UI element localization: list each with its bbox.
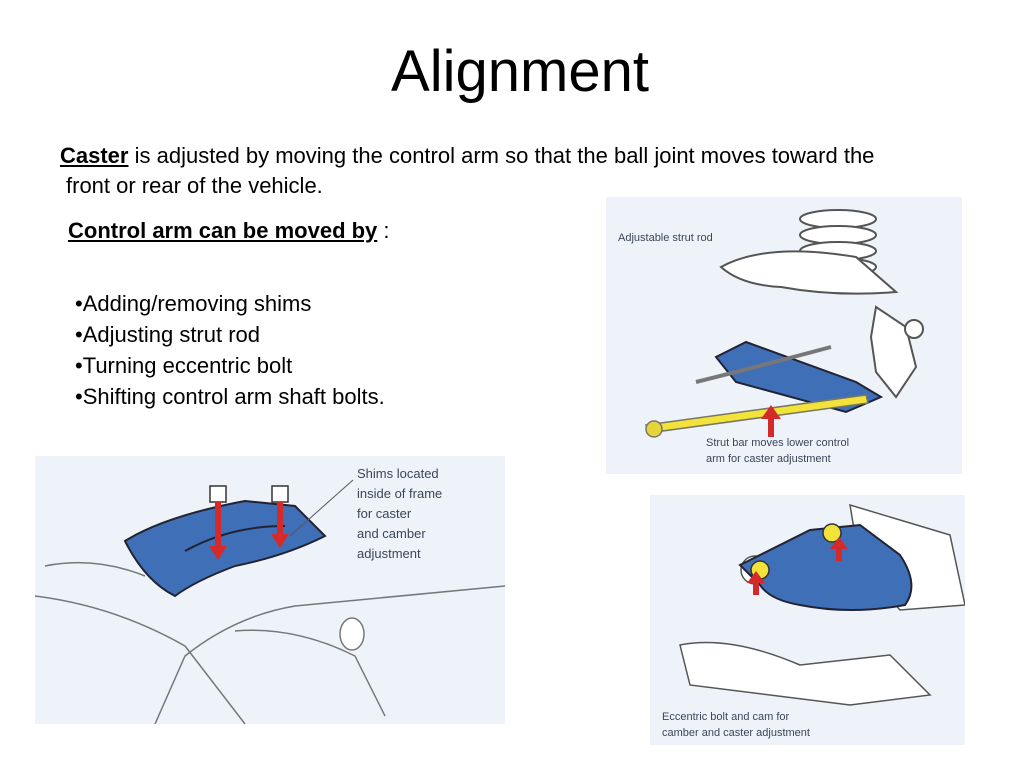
eccentric-bolt-illustration: Eccentric bolt and cam for camber and ca… — [650, 495, 965, 745]
intro-text-line2: front or rear of the vehicle. — [66, 173, 323, 198]
shims-caption-line: and camber — [357, 526, 426, 541]
shims-caption-line: for caster — [357, 506, 412, 521]
list-item: •Shifting control arm shaft bolts. — [75, 384, 385, 409]
control-arm-subheading: Control arm can be moved by : — [68, 217, 390, 245]
list-item: •Turning eccentric bolt — [75, 353, 293, 378]
strut-rod-caption-line2: arm for caster adjustment — [706, 453, 831, 465]
slide-title: Alignment — [391, 39, 649, 104]
caster-term: Caster — [60, 143, 129, 168]
intro-text-line1: is adjusted by moving the control arm so… — [128, 143, 875, 168]
shims-caption: Shims located inside of frame for caster… — [357, 466, 442, 561]
shims-caption-line: Shims located — [357, 466, 439, 481]
strut-rod-caption-line1: Strut bar moves lower control — [706, 437, 849, 449]
shims-illustration: Shims located inside of frame for caster… — [35, 456, 505, 724]
intro-paragraph: Caster is adjusted by moving the control… — [60, 141, 1020, 201]
eccentric-caption-line1: Eccentric bolt and cam for — [662, 711, 790, 723]
subheading-label: Control arm can be moved by — [68, 218, 378, 243]
shims-caption-line: inside of frame — [357, 486, 442, 501]
strut-rod-label: Adjustable strut rod — [618, 232, 713, 244]
shims-drawing: Shims located inside of frame for caster… — [35, 456, 505, 724]
shims-caption-line: adjustment — [357, 546, 421, 561]
eccentric-caption-line2: camber and caster adjustment — [662, 727, 810, 739]
list-item: •Adding/removing shims — [75, 291, 312, 316]
subheading-suffix: : — [377, 218, 390, 243]
list-item: •Adjusting strut rod — [75, 322, 261, 347]
method-list: •Adding/removing shims •Adjusting strut … — [75, 288, 385, 412]
strut-rod-illustration: Adjustable strut rod Strut bar moves low… — [606, 197, 962, 474]
strut-rod-drawing: Adjustable strut rod Strut bar moves low… — [606, 197, 962, 474]
eccentric-bolt-drawing: Eccentric bolt and cam for camber and ca… — [650, 495, 965, 745]
